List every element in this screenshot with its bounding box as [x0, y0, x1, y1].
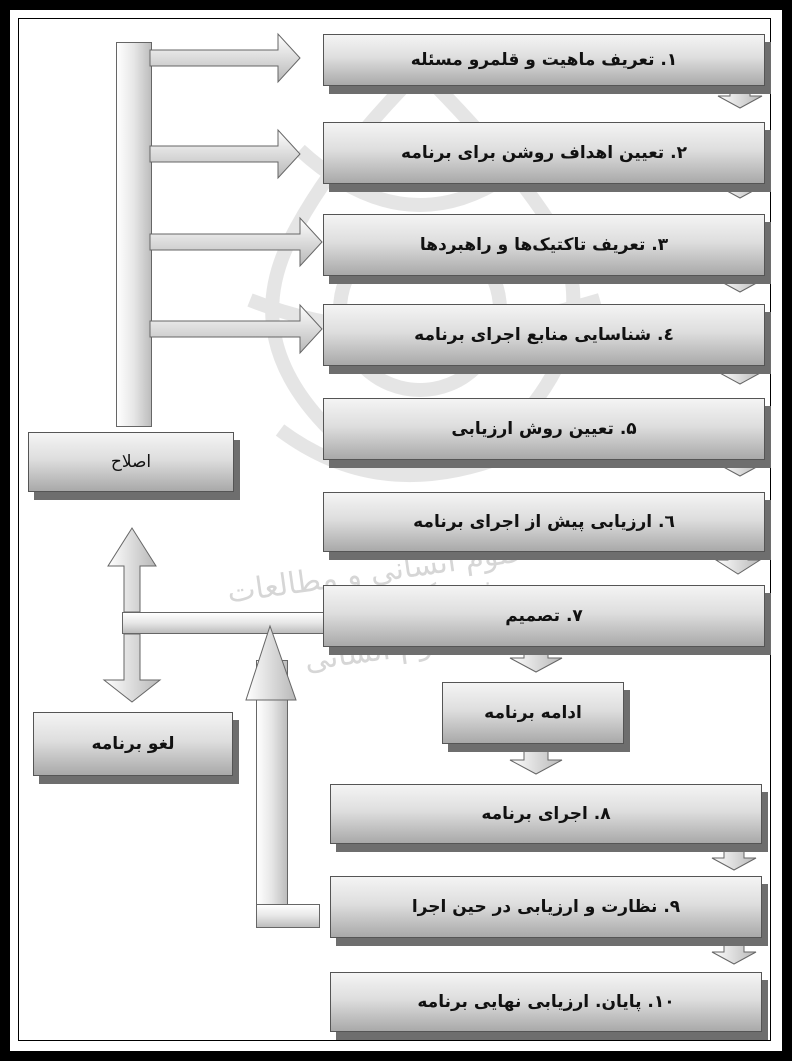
step-5-box: ۵. تعیین روش ارزیابی: [323, 398, 765, 460]
arrow-to-step-3: [149, 216, 323, 268]
feedback-vertical-pipe: [116, 42, 152, 427]
continue-box: ادامه برنامه: [442, 682, 624, 744]
step-1-label: ۱. تعریف ماهیت و قلمرو مسئله: [410, 50, 678, 70]
down-arrow-9: [711, 935, 757, 965]
arrow-to-step-2: [149, 128, 301, 180]
step-8-label: ۸. اجرای برنامه: [481, 804, 611, 824]
step-7-label: ۷. تصمیم: [505, 606, 583, 626]
step-2-label: ۲. تعیین اهداف روشن برای برنامه: [401, 143, 687, 163]
step-2-box: ۲. تعیین اهداف روشن برای برنامه: [323, 122, 765, 184]
step-3-box: ۳. تعریف تاکتیک‌ها و راهبردها: [323, 214, 765, 276]
down-arrow-to-cancel: [102, 633, 162, 703]
step-4-box: ٤. شناسایی منابع اجرای برنامه: [323, 304, 765, 366]
down-arrow-8: [711, 841, 757, 871]
return-up-arrow: [245, 624, 297, 701]
arrow-to-step-4: [149, 303, 323, 355]
step-10-label: ۱۰. پایان. ارزیابی نهایی برنامه: [417, 992, 675, 1012]
step-9-label: ۹. نظارت و ارزیابی در حین اجرا: [411, 897, 681, 917]
step-4-label: ٤. شناسایی منابع اجرای برنامه: [414, 325, 674, 345]
step-7-decision-box: ۷. تصمیم: [323, 585, 765, 647]
arrow-to-step-1: [149, 32, 301, 84]
step-9-box: ۹. نظارت و ارزیابی در حین اجرا: [330, 876, 762, 938]
revise-label: اصلاح: [110, 452, 152, 472]
step-10-box: ۱۰. پایان. ارزیابی نهایی برنامه: [330, 972, 762, 1032]
return-pipe-foot: [256, 904, 320, 928]
up-arrow-to-revise: [107, 527, 157, 613]
step-3-label: ۳. تعریف تاکتیک‌ها و راهبردها: [419, 235, 669, 255]
step-6-box: ٦. ارزیابی پیش از اجرای برنامه: [323, 492, 765, 552]
continue-label: ادامه برنامه: [484, 703, 582, 723]
return-pipe: [256, 660, 288, 928]
step-6-label: ٦. ارزیابی پیش از اجرای برنامه: [413, 512, 675, 532]
down-arrow-continue: [509, 747, 563, 775]
inner-frame: [18, 18, 771, 1041]
cancel-label: لغو برنامه: [91, 734, 175, 754]
step-8-box: ۸. اجرای برنامه: [330, 784, 762, 844]
cancel-box: لغو برنامه: [33, 712, 233, 776]
revise-box: اصلاح: [28, 432, 234, 492]
step-5-label: ۵. تعیین روش ارزیابی: [451, 419, 637, 439]
step-1-box: ۱. تعریف ماهیت و قلمرو مسئله: [323, 34, 765, 86]
